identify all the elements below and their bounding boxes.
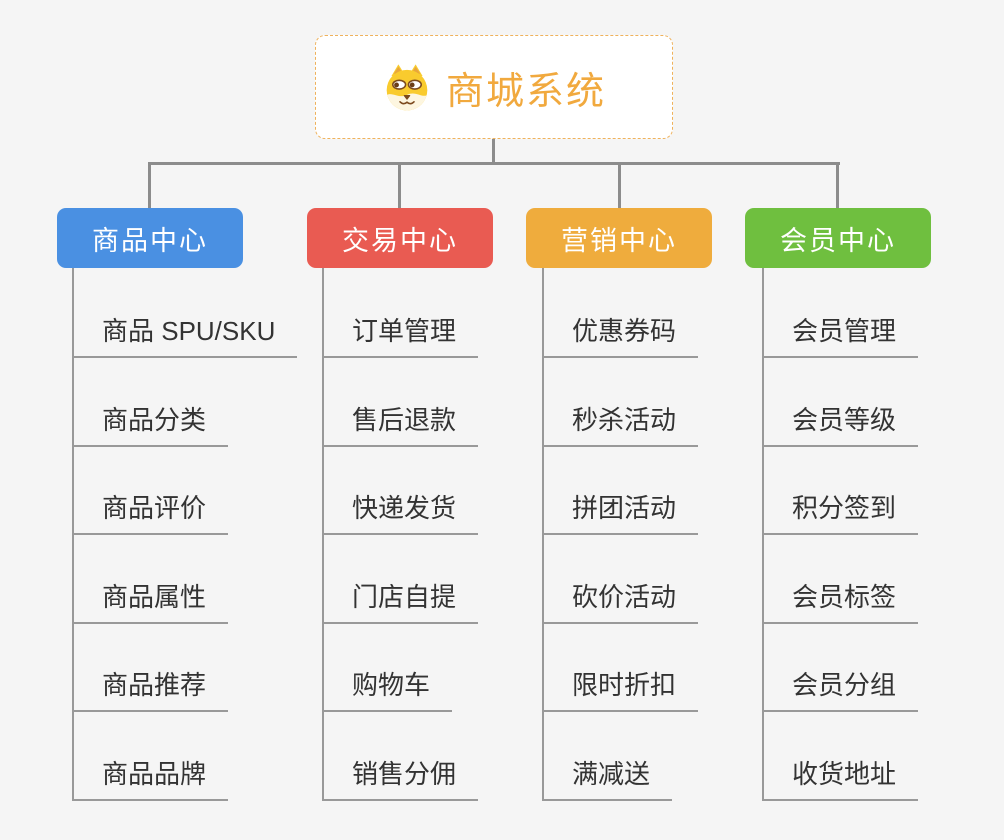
branch-node-trade-center[interactable]: 交易中心 [307, 208, 493, 268]
leaf-node[interactable]: 秒杀活动 [542, 404, 699, 447]
leaf-node[interactable]: 会员分组 [762, 669, 919, 712]
leaf-node[interactable]: 积分签到 [762, 492, 919, 535]
leaf-node[interactable]: 门店自提 [322, 581, 479, 624]
root-node[interactable]: 商城系统 [315, 35, 673, 139]
leaf-node[interactable]: 商品属性 [72, 581, 229, 624]
leaf-node[interactable]: 商品分类 [72, 404, 229, 447]
shiba-dog-icon [386, 64, 428, 111]
branch-node-product-center[interactable]: 商品中心 [57, 208, 243, 268]
connector-root-stem [492, 139, 495, 164]
leaf-node[interactable]: 会员标签 [762, 581, 919, 624]
leaf-node[interactable]: 售后退款 [322, 404, 479, 447]
leaf-node[interactable]: 满减送 [542, 758, 673, 801]
leaf-node[interactable]: 销售分佣 [322, 758, 479, 801]
connector-drop-member-center [836, 162, 839, 209]
leaf-node[interactable]: 收货地址 [762, 758, 919, 801]
root-node-label: 商城系统 [445, 70, 606, 113]
connector-drop-product-center [148, 162, 151, 209]
connector-drop-marketing-center [618, 162, 621, 209]
leaf-node[interactable]: 商品品牌 [72, 758, 229, 801]
leaf-node[interactable]: 订单管理 [322, 315, 479, 358]
leaf-node[interactable]: 商品评价 [72, 492, 229, 535]
leaf-node[interactable]: 会员管理 [762, 315, 919, 358]
connector-horizontal-rail [148, 162, 840, 165]
branch-node-marketing-center[interactable]: 营销中心 [526, 208, 712, 268]
leaf-node[interactable]: 优惠券码 [542, 315, 699, 358]
leaf-node[interactable]: 商品 SPU/SKU [72, 315, 298, 358]
leaf-node[interactable]: 会员等级 [762, 404, 919, 447]
leaf-node[interactable]: 砍价活动 [542, 581, 699, 624]
leaf-node[interactable]: 商品推荐 [72, 669, 229, 712]
leaf-node[interactable]: 拼团活动 [542, 492, 699, 535]
leaf-node[interactable]: 购物车 [322, 669, 453, 712]
branch-node-member-center[interactable]: 会员中心 [745, 208, 931, 268]
connector-drop-trade-center [398, 162, 401, 209]
leaf-node[interactable]: 限时折扣 [542, 669, 699, 712]
leaf-node[interactable]: 快递发货 [322, 492, 479, 535]
